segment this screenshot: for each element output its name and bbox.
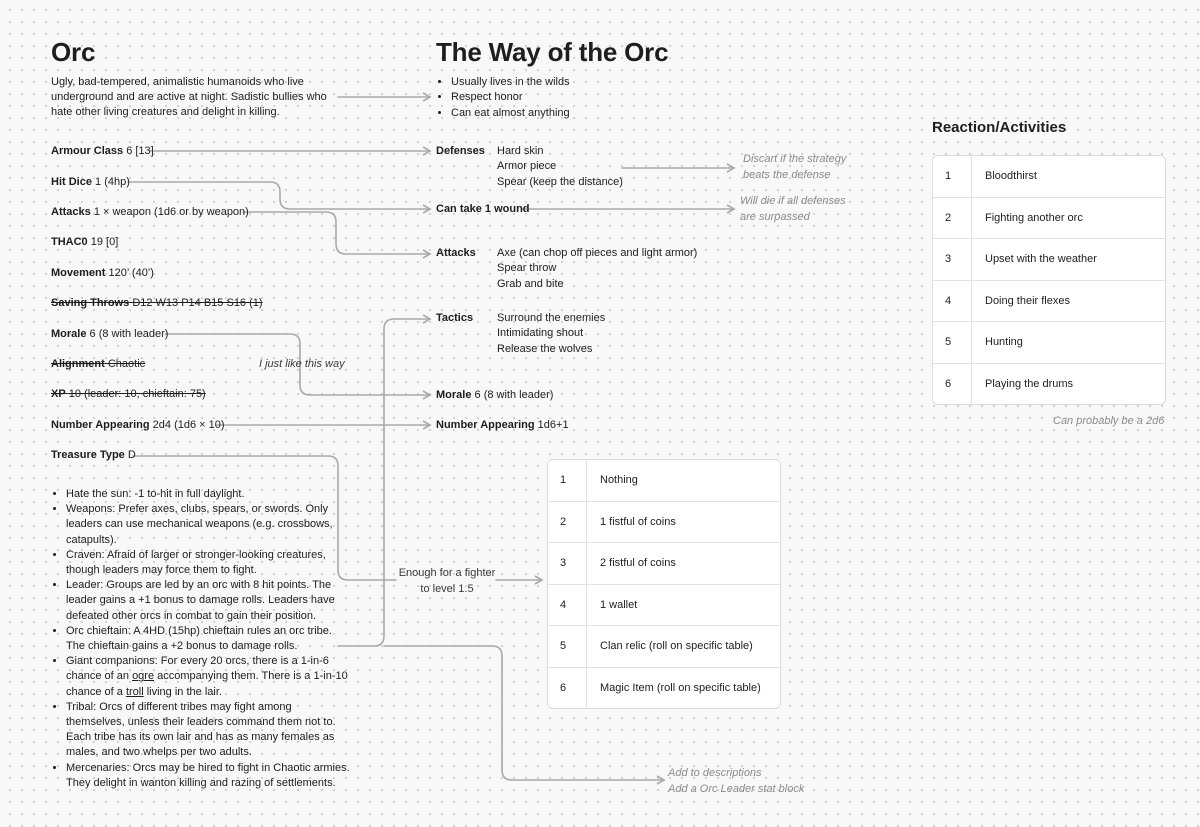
- way-bullet: Can eat almost anything: [451, 106, 711, 121]
- stat-movement: Movement 120’ (40’): [51, 267, 154, 279]
- stat-morale: Morale 6 (8 with leader): [51, 328, 169, 340]
- trait-item: Tribal: Orcs of different tribes may fig…: [66, 700, 351, 761]
- way-title: The Way of the Orc: [436, 37, 669, 67]
- way-morale: Morale 6 (8 with leader): [436, 389, 554, 401]
- way-bullet: Usually lives in the wilds: [451, 75, 711, 90]
- stat-armour-class: Armour Class 6 [13]: [51, 145, 154, 157]
- arrow-treasure-to-table: [132, 455, 542, 580]
- trait-item: Mercenaries: Orcs may be hired to fight …: [66, 761, 351, 791]
- stat-xp: XP 10 (leader: 10, chieftain: 75): [51, 388, 206, 400]
- tactics-items: Surround the enemies Intimidating shout …: [497, 312, 606, 355]
- tactics-label: Tactics: [436, 312, 474, 324]
- defense-note: Discart if the strategy beats the defens…: [743, 153, 847, 181]
- stat-alignment: Alignment Chaotic: [51, 358, 146, 370]
- way-number-appearing: Number Appearing 1d6+1: [436, 419, 569, 431]
- way-attacks-items: Axe (can chop off pieces and light armor…: [497, 247, 698, 290]
- arrow-traits-to-todo: [383, 645, 666, 785]
- trait-item: Orc chieftain: A 4HD (15hp) chieftain ru…: [66, 624, 351, 654]
- trait-item: Weapons: Prefer axes, clubs, spears, or …: [66, 502, 351, 548]
- wound-note: Will die if all defenses are surpassed: [740, 195, 846, 223]
- trait-item: Craven: Afraid of larger or stronger-loo…: [66, 548, 351, 578]
- alignment-note: I just like this way: [259, 358, 345, 370]
- treasure-note: Enough for a fighter to level 1.5: [398, 567, 496, 595]
- reaction-note: Can probably be a 2d6: [1053, 415, 1165, 427]
- way-bullets: Usually lives in the wilds Respect honor…: [436, 75, 711, 121]
- stat-treasure-type: Treasure Type D: [51, 449, 136, 461]
- way-bullet: Respect honor: [451, 90, 711, 105]
- orc-description: Ugly, bad-tempered, animalistic humanoid…: [51, 76, 327, 119]
- ogre-link[interactable]: ogre: [132, 670, 155, 683]
- trait-item: Leader: Groups are led by an orc with 8 …: [66, 578, 351, 624]
- way-attacks-label: Attacks: [436, 247, 476, 259]
- stat-saving-throws: Saving Throws D12 W13 P14 B15 S16 (1): [51, 297, 263, 309]
- wound-label: Can take 1 wound: [436, 203, 530, 215]
- defenses-items: Hard skin Armor piece Spear (keep the di…: [497, 145, 623, 188]
- arrow-hitdice-to-wound: [127, 181, 432, 214]
- reaction-title: Reaction/Activities: [932, 119, 1067, 136]
- arrow-morale-to-morale: [164, 333, 432, 400]
- trait-item: Giant companions: For every 20 orcs, the…: [66, 654, 351, 700]
- orc-title: Orc: [51, 37, 96, 67]
- troll-link[interactable]: troll: [125, 685, 144, 698]
- stat-hit-dice: Hit Dice 1 (4hp): [51, 176, 130, 188]
- todo-note: Add to descriptions Add a Orc Leader sta…: [668, 767, 805, 795]
- defenses-label: Defenses: [436, 145, 485, 157]
- arrow-traits-to-tactics: [337, 314, 432, 647]
- stat-thac0: THAC0 19 [0]: [51, 236, 119, 248]
- stat-number-appearing: Number Appearing 2d4 (1d6 × 10): [51, 419, 225, 431]
- trait-item: Hate the sun: -1 to-hit in full daylight…: [66, 487, 351, 502]
- arrow-attacks-to-attacks: [242, 211, 432, 259]
- orc-traits-list: Hate the sun: -1 to-hit in full daylight…: [51, 487, 351, 791]
- stat-attacks: Attacks 1 × weapon (1d6 or by weapon): [51, 206, 249, 218]
